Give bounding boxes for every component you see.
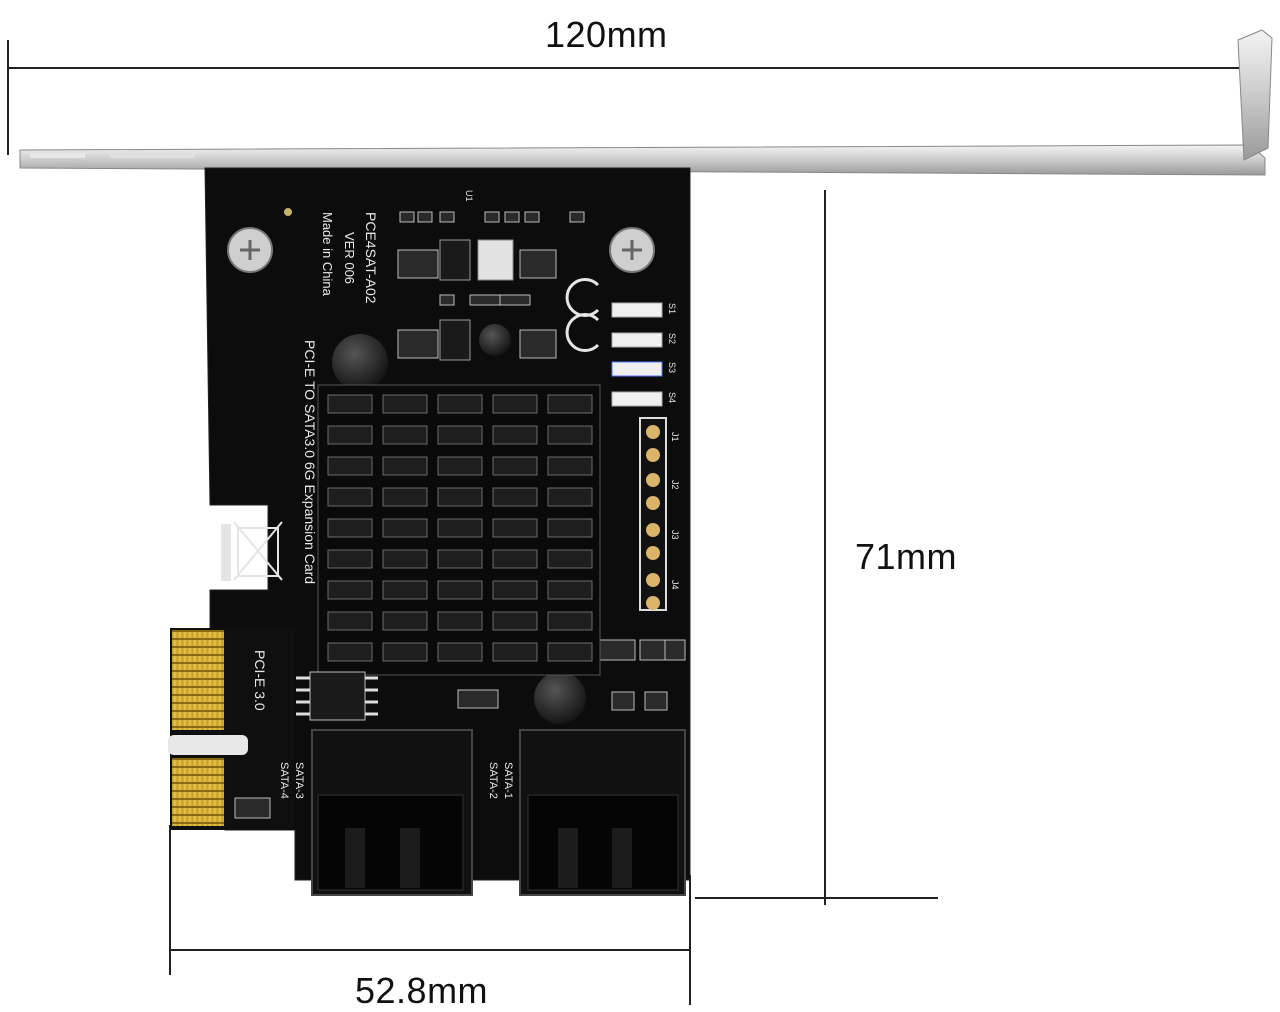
- screw-right: [609, 227, 655, 273]
- sata-port-2: [311, 729, 473, 896]
- dimension-lines: [7, 40, 1255, 1005]
- heatsink: [317, 384, 601, 676]
- header-label-j1: J1: [670, 432, 680, 442]
- heatsink-fin: [547, 549, 593, 569]
- weee-bin-icon: [221, 521, 283, 581]
- heatsink-fin: [327, 487, 373, 507]
- pcb-version-text: VER 006: [342, 232, 357, 284]
- led-label-s1: S1: [667, 303, 677, 314]
- heatsink-fin: [327, 394, 373, 414]
- heatsink-fin: [327, 642, 373, 662]
- heatsink-fin: [547, 518, 593, 538]
- heatsink-fin: [437, 425, 483, 445]
- heatsink-fin: [382, 580, 428, 600]
- heatsink-fin: [547, 611, 593, 631]
- sata-label-3: SATA-3: [293, 762, 305, 799]
- heatsink-fin: [382, 611, 428, 631]
- ce-mark: [565, 278, 600, 352]
- heatsink-fin: [327, 611, 373, 631]
- sata-label-4: SATA-4: [278, 762, 290, 799]
- heatsink-fin: [437, 518, 483, 538]
- heatsink-fin: [382, 642, 428, 662]
- pin-header: [639, 417, 667, 611]
- header-label-j3: J3: [670, 530, 680, 540]
- heatsink-fin: [437, 642, 483, 662]
- heatsink-fin: [547, 580, 593, 600]
- heatsink-fin: [492, 611, 538, 631]
- heatsink-fin: [492, 580, 538, 600]
- heatsink-fin: [437, 456, 483, 476]
- heatsink-fin: [327, 425, 373, 445]
- heatsink-fin: [327, 456, 373, 476]
- led-label-s3: S3: [667, 362, 677, 373]
- heatsink-fin: [492, 549, 538, 569]
- heatsink-fin: [382, 456, 428, 476]
- led-label-s4: S4: [667, 392, 677, 403]
- heatsink-fin: [492, 518, 538, 538]
- heatsink-fin: [492, 487, 538, 507]
- heatsink-fin: [382, 394, 428, 414]
- sata-port-1: [519, 729, 686, 896]
- heatsink-fin: [437, 611, 483, 631]
- capacitor: [332, 334, 388, 390]
- heatsink-fin: [437, 394, 483, 414]
- pcb-origin-text: Made in China: [320, 212, 335, 297]
- gold-fingers-lower: [172, 758, 224, 826]
- heatsink-fin: [492, 394, 538, 414]
- heatsink-fin: [327, 518, 373, 538]
- heatsink-fin: [547, 487, 593, 507]
- pcb-chip-label: U1: [464, 190, 474, 202]
- pcb-model-text: PCE4SAT-A02: [363, 212, 379, 304]
- header-label-j2: J2: [670, 480, 680, 490]
- heatsink-fin: [437, 487, 483, 507]
- heatsink-fin: [327, 549, 373, 569]
- gold-fingers-upper: [172, 630, 224, 730]
- heatsink-fin: [382, 549, 428, 569]
- heatsink-fin: [492, 456, 538, 476]
- width-dimension-label: 120mm: [545, 14, 668, 55]
- status-leds: [611, 302, 663, 407]
- sata-label-1: SATA-1: [502, 762, 514, 799]
- heatsink-fin: [547, 425, 593, 445]
- height-dimension-label: 71mm: [855, 536, 958, 577]
- heatsink-fin: [327, 580, 373, 600]
- heatsink-fin: [437, 580, 483, 600]
- heatsink-fin: [382, 518, 428, 538]
- pcb-interface-text: PCI-E 3.0: [252, 650, 268, 711]
- heatsink-fin: [382, 487, 428, 507]
- heatsink-fin: [547, 394, 593, 414]
- pcb-board: PCE4SAT-A02 VER 006 Made in China PCI-E …: [168, 167, 691, 896]
- heatsink-fin: [547, 456, 593, 476]
- capacitor: [534, 672, 586, 724]
- sata-label-2: SATA-2: [487, 762, 499, 799]
- header-label-j4: J4: [670, 580, 680, 590]
- heatsink-fin: [492, 642, 538, 662]
- pcb-description-text: PCI-E TO SATA3.0 6G Expansion Card: [302, 340, 318, 584]
- depth-dimension-label: 52.8mm: [355, 970, 489, 1011]
- heatsink-fin: [437, 549, 483, 569]
- heatsink-fin: [492, 425, 538, 445]
- heatsink-fin: [382, 425, 428, 445]
- led-label-s2: S2: [667, 333, 677, 344]
- heatsink-fin: [547, 642, 593, 662]
- screw-left: [227, 227, 273, 273]
